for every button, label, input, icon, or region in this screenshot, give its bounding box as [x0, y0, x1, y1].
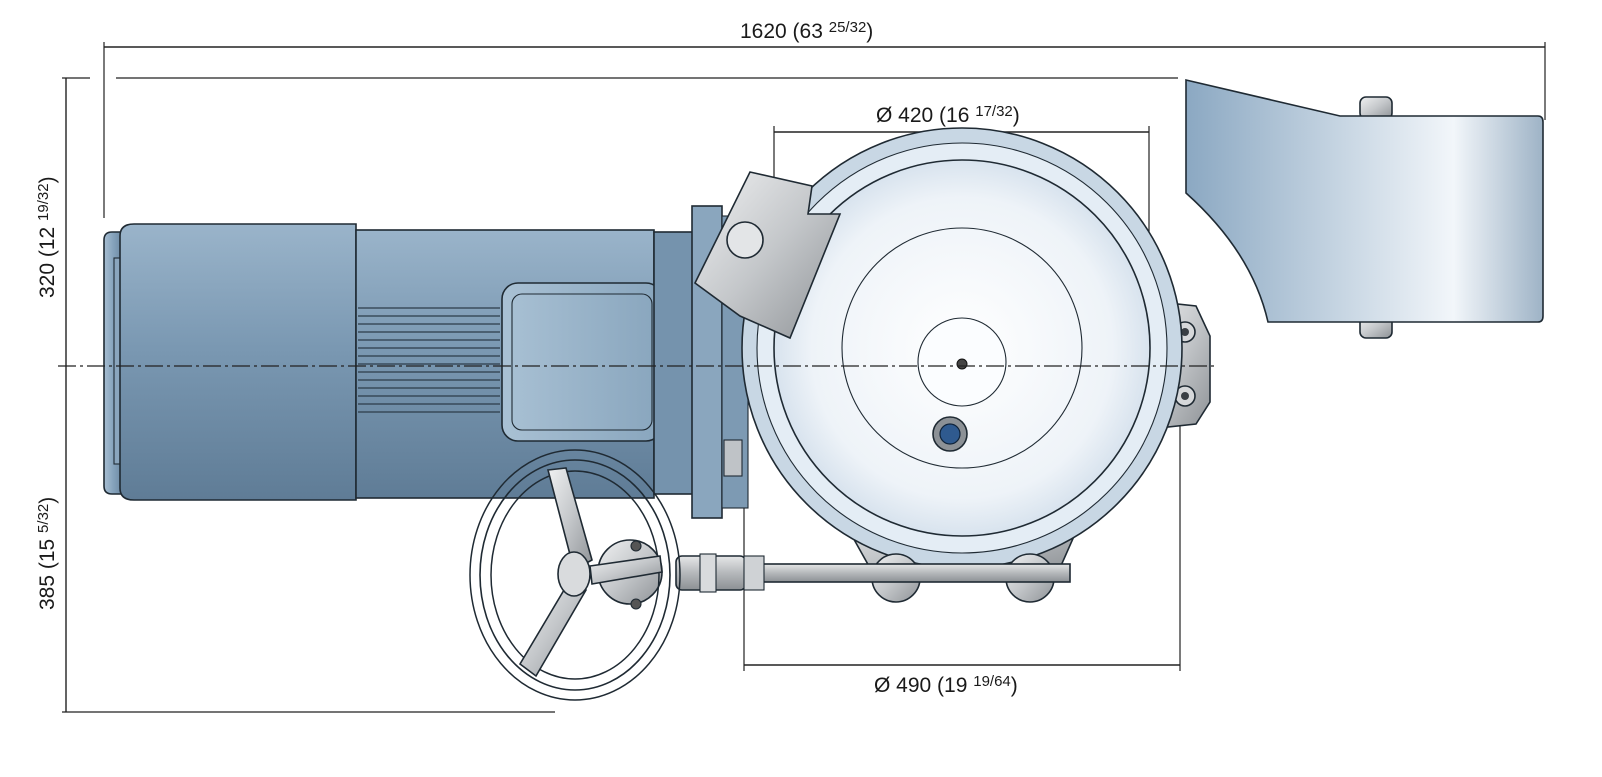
gearbox-assembly: [693, 127, 1211, 603]
handwheel-spoke-right: [589, 555, 663, 585]
handwheel-center: [557, 551, 591, 597]
drum-inner-ring: [841, 227, 1083, 469]
lever-arm-side-view: [1185, 78, 1544, 339]
motor-flange-neck: [653, 231, 697, 495]
handwheel-spoke-bottom: [518, 578, 588, 678]
lever-arm-body: [1185, 78, 1544, 323]
overall-length-label: 1620 (63 25/32): [740, 19, 873, 43]
upper-lever-bracket: [693, 171, 842, 340]
handwheel-spoke-top: [546, 467, 593, 572]
upper-height-label: 320 (12 19/32): [35, 176, 59, 298]
inner-diameter-label: Ø 420 (16 17/32): [876, 103, 1020, 127]
dimension-lines: [62, 42, 1546, 713]
handwheel-rim[interactable]: [479, 459, 671, 691]
terminal-box-inner: [511, 293, 653, 431]
motor-fan-cover: [119, 223, 357, 501]
lower-height-label: 385 (15 5/32): [35, 497, 59, 610]
connecting-shaft: [739, 563, 1071, 583]
drum-side-plate: [723, 439, 743, 477]
motor-cooling-ribs: [358, 307, 500, 413]
outer-diameter-label: Ø 490 (19 19/64): [874, 673, 1018, 697]
motor-assembly: [103, 205, 749, 519]
terminal-box: [501, 282, 663, 442]
lever-pivot-bolt: [726, 221, 764, 259]
handwheel-assembly: [469, 449, 1071, 701]
drum-center-hole: [956, 358, 968, 370]
